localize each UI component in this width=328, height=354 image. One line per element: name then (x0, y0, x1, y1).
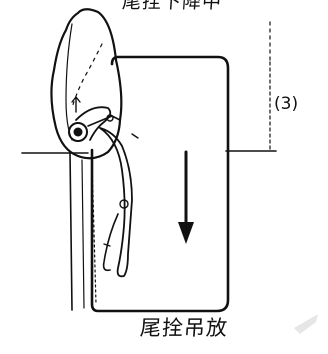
hinge-circle-outer (68, 122, 88, 142)
arm-joint (119, 199, 129, 209)
watermark-mark (294, 314, 318, 334)
down-arrow-head (178, 222, 194, 244)
step-label: (3) (274, 94, 299, 114)
hinge-circle-inner (73, 127, 83, 137)
bottom-caption: 尾拴吊放 (139, 316, 229, 340)
arm-small-mark (131, 133, 139, 139)
lowering-arm (99, 127, 133, 278)
hinge-pin (106, 114, 114, 122)
hull-frame (90, 55, 230, 313)
tail-body-outline (50, 8, 123, 160)
arm-tick (103, 243, 111, 247)
top-caption: 尾拴下降中 (121, 0, 223, 13)
tail-post-left (69, 151, 73, 311)
tail-post-left-inner (81, 159, 85, 309)
up-arrow-small (71, 96, 81, 113)
tail-body-left-edge (65, 23, 73, 141)
tail-post-right-inner (91, 159, 97, 305)
lowering-arm-lower (102, 213, 119, 272)
